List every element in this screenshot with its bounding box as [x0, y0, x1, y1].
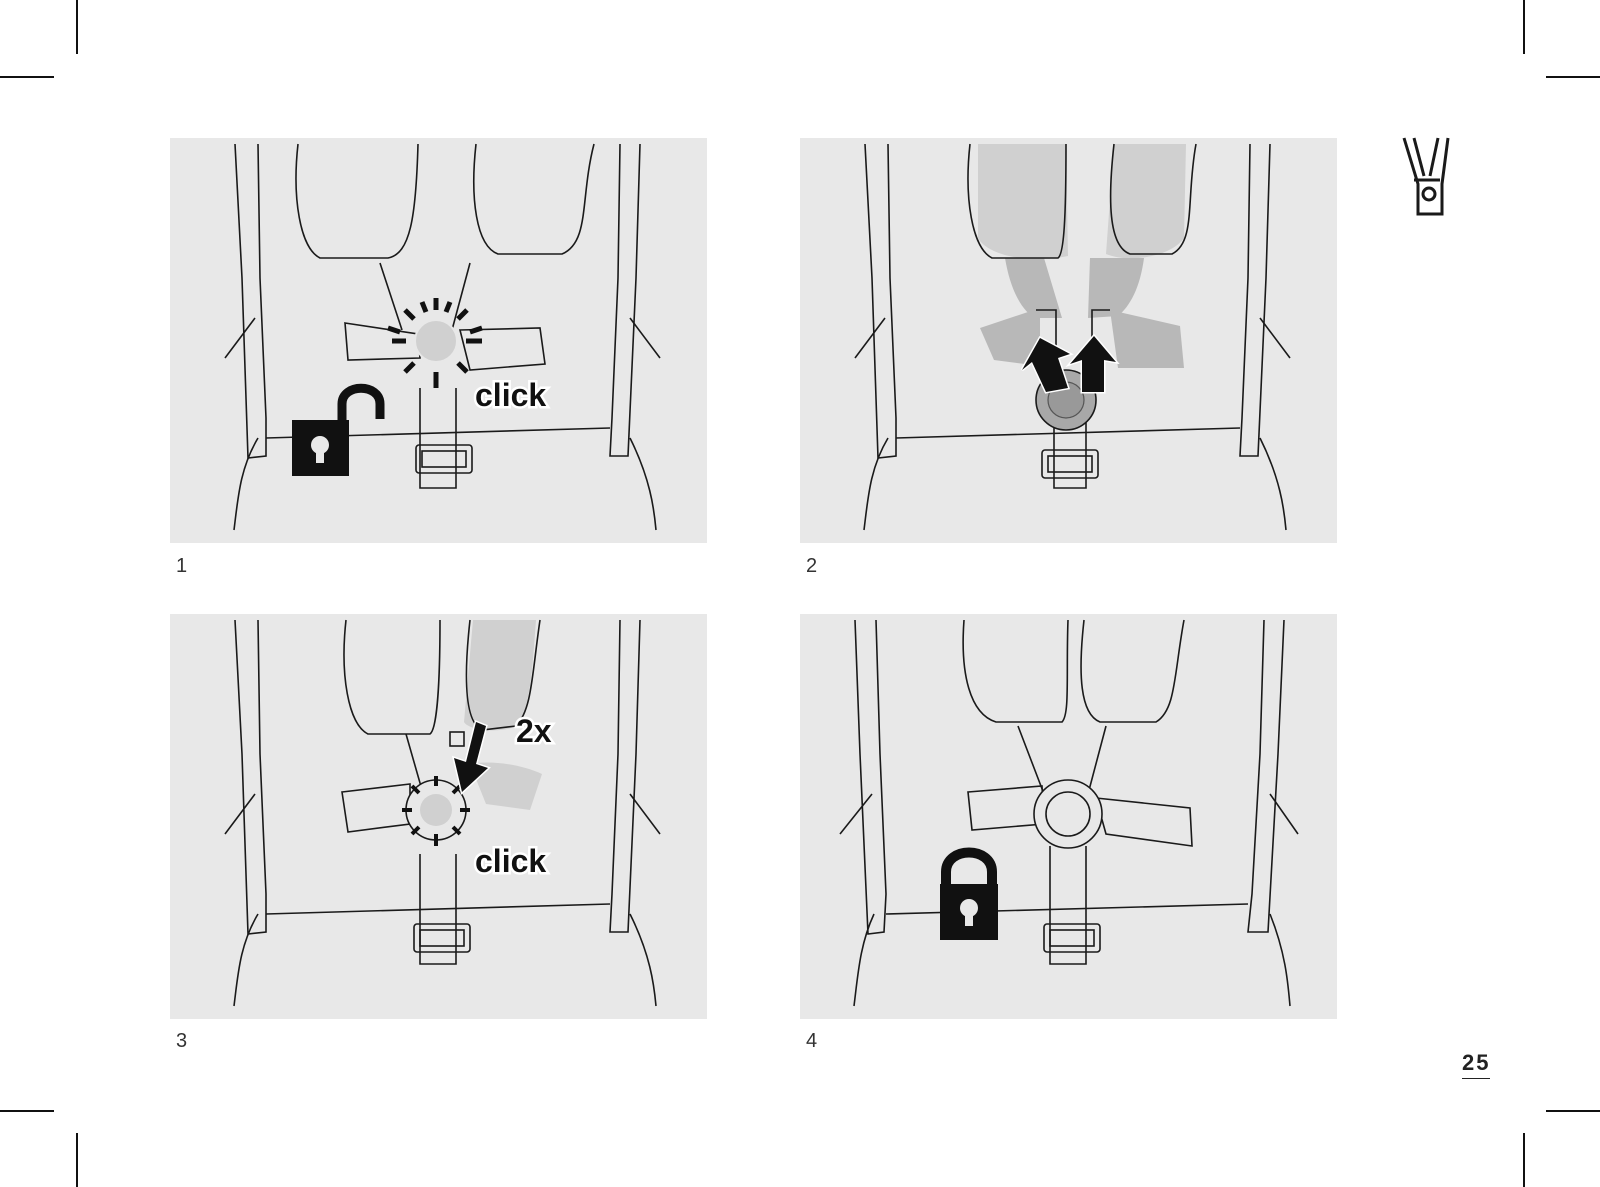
crop-mark	[0, 1110, 54, 1112]
step-4-illustration	[800, 614, 1337, 1019]
harness-icon	[1400, 136, 1452, 220]
crop-mark	[1546, 1110, 1600, 1112]
crop-mark	[1523, 1133, 1525, 1187]
crop-mark	[76, 0, 78, 54]
crop-mark	[1546, 76, 1600, 78]
count-label: 2x	[516, 713, 552, 749]
click-label: click	[475, 377, 546, 413]
page-number: 25	[1462, 1050, 1490, 1079]
step-3-illustration: 2x click	[170, 614, 707, 1019]
crop-mark	[76, 1133, 78, 1187]
crop-mark	[0, 76, 54, 78]
click-label: click	[475, 843, 546, 879]
step-1-illustration: click	[170, 138, 707, 543]
crop-mark	[1523, 0, 1525, 54]
step-number: 2	[806, 555, 817, 578]
step-number: 4	[806, 1030, 817, 1053]
step-2-illustration	[800, 138, 1337, 543]
step-number: 3	[176, 1030, 187, 1053]
step-number: 1	[176, 555, 187, 578]
